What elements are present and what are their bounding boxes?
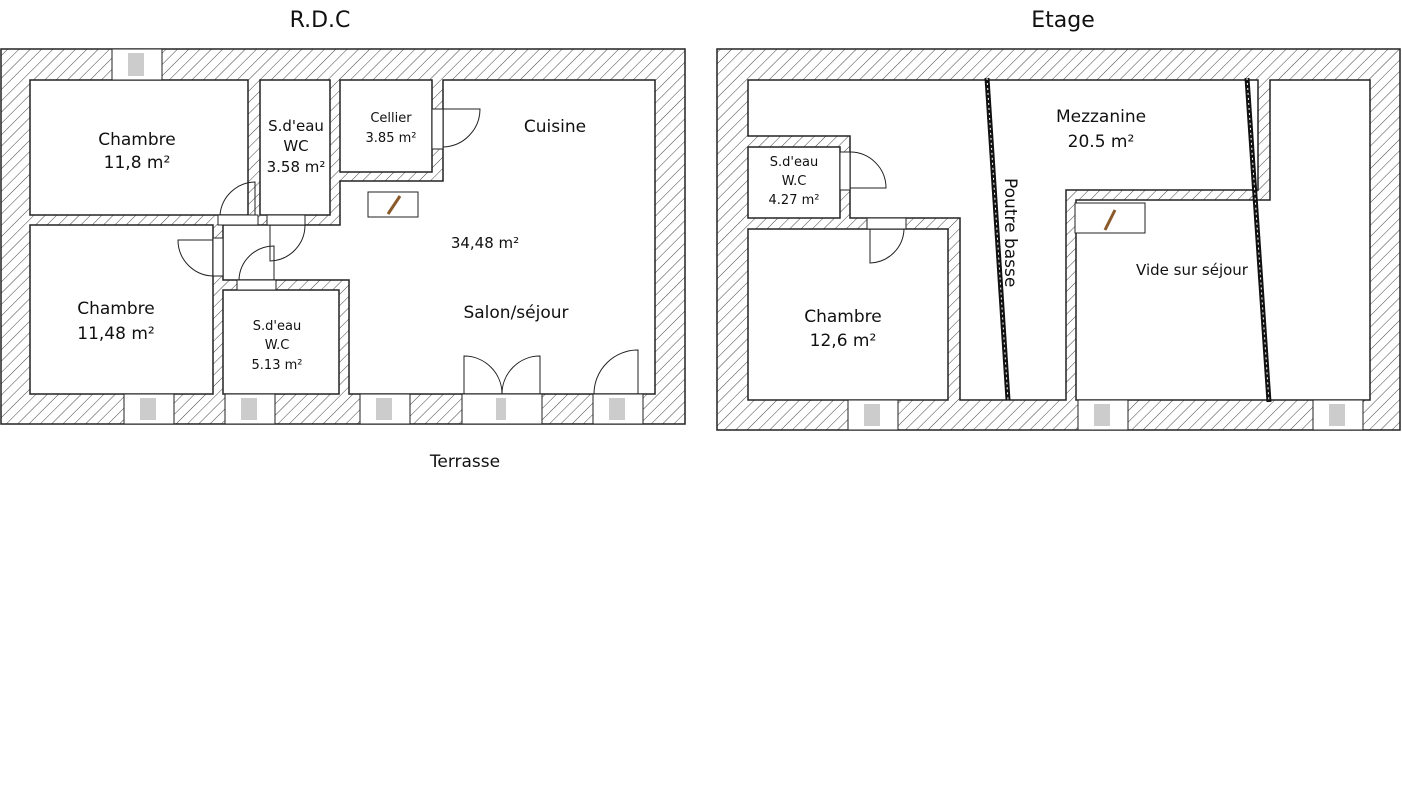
etage-plan: Etage Mezzanine 20.5 m² S.d'eau W.C 4.27… (716, 8, 1401, 431)
terrasse-label: Terrasse (429, 452, 500, 472)
room-cellier (339, 79, 433, 173)
room-area: 34,48 m² (451, 234, 519, 252)
room-label: W.C (265, 338, 290, 353)
room-label: Cuisine (524, 117, 586, 137)
room-label: WC (283, 137, 308, 155)
staircase-icon (1074, 202, 1146, 234)
door (866, 217, 907, 264)
door (592, 349, 644, 425)
room-area: 11,48 m² (77, 324, 154, 344)
room-vide-sur-sejour (1075, 79, 1371, 401)
room-label: Cellier (370, 111, 412, 126)
window (111, 48, 163, 81)
room-area: 3.58 m² (267, 158, 326, 176)
door (236, 245, 277, 291)
door (177, 237, 224, 277)
door (839, 151, 887, 191)
room-label: Mezzanine (1056, 107, 1146, 127)
room-chambre-2 (29, 224, 214, 395)
room-area: 12,6 m² (810, 331, 877, 351)
beam-label: Poutre basse (1000, 178, 1020, 287)
rdc-plan: R.D.C Chambre 11,8 m² S.d'eau WC 3.58 m²… (0, 8, 686, 472)
beam-line (984, 77, 1011, 401)
room-label: Chambre (98, 130, 176, 150)
door (431, 108, 481, 150)
french-door (461, 355, 543, 425)
room-sdeau-wc (747, 146, 841, 219)
room-sdeau-wc-2 (222, 289, 340, 395)
window (1077, 399, 1129, 431)
window (123, 393, 175, 425)
room-label: S.d'eau (253, 319, 301, 334)
room-area: 5.13 m² (252, 358, 303, 373)
room-label: Chambre (804, 307, 882, 327)
rdc-title: R.D.C (290, 8, 351, 33)
room-sdeau-wc (259, 79, 331, 216)
room-label: Vide sur séjour (1136, 261, 1249, 279)
door (217, 181, 259, 226)
room-chambre-1 (29, 79, 249, 216)
window (224, 393, 276, 425)
beam-line (1244, 77, 1272, 403)
window (1312, 399, 1364, 431)
window (359, 393, 411, 425)
room-label: W.C (782, 174, 807, 189)
room-label: Chambre (77, 299, 155, 319)
room-salon-cuisine (222, 79, 656, 395)
room-label: S.d'eau (268, 117, 324, 135)
room-label: Salon/séjour (463, 303, 568, 323)
room-mezzanine (747, 79, 1259, 401)
room-area: 11,8 m² (104, 153, 171, 173)
door (266, 214, 306, 262)
room-area: 20.5 m² (1068, 132, 1135, 152)
etage-title: Etage (1031, 8, 1095, 33)
room-label: S.d'eau (770, 155, 818, 170)
window (847, 399, 899, 431)
room-area: 3.85 m² (366, 131, 417, 146)
room-area: 4.27 m² (769, 193, 820, 208)
staircase-icon (367, 191, 419, 218)
room-chambre (747, 228, 949, 401)
